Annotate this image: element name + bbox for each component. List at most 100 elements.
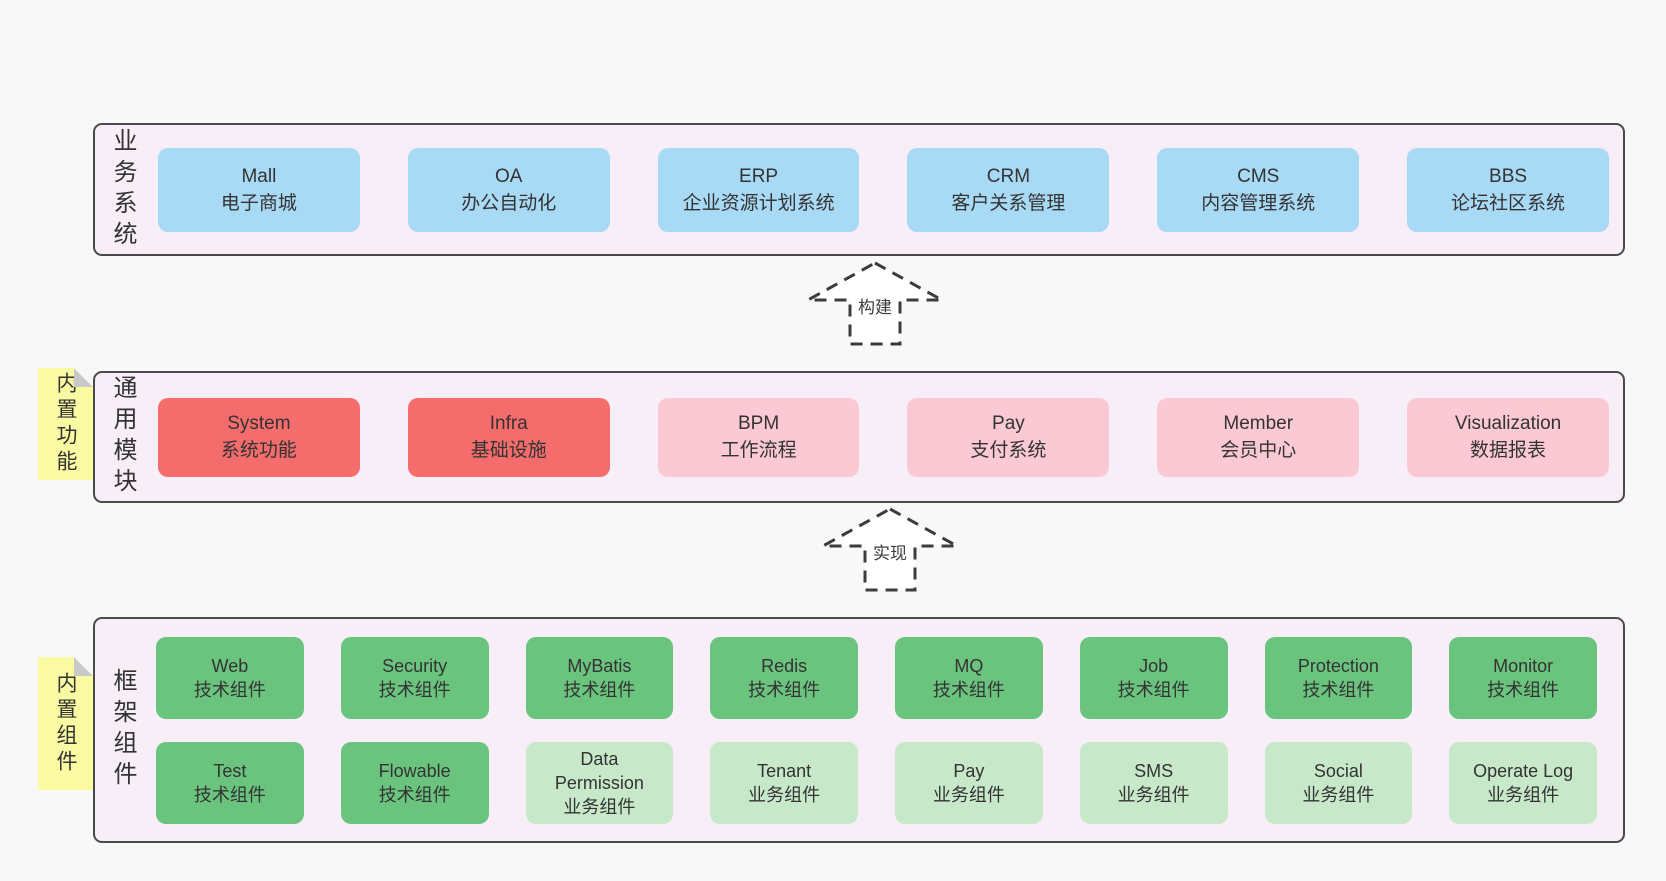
up-arrow-icon: [807, 261, 943, 346]
note-fold-icon: [74, 657, 93, 676]
modules-boxes-row: System 系统功能 Infra 基础设施 BPM 工作流程 Pay 支付系统…: [134, 397, 1623, 477]
box-name: Operate Log: [1473, 760, 1574, 781]
component-box-data-permission: Data Permission 业务组件: [525, 741, 674, 824]
box-desc: 技术组件: [193, 784, 266, 805]
component-box-monitor: Monitor 技术组件: [1449, 636, 1597, 719]
builtin-features-note: 内置功能: [38, 368, 93, 480]
build-arrow: 构建: [805, 260, 945, 346]
builtin-components-note-label: 内置组件: [54, 671, 77, 776]
note-fold-icon: [74, 368, 93, 387]
box-desc: 技术组件: [378, 679, 451, 700]
box-name: Tenant: [757, 760, 812, 781]
box-name: Pay: [992, 413, 1025, 434]
box-desc: 技术组件: [932, 679, 1005, 700]
box-desc: 基础设施: [470, 440, 547, 461]
box-name: OA: [495, 165, 523, 187]
box-name: MQ: [954, 655, 984, 676]
framework-row-2: Test 技术组件 Flowable 技术组件 Data Permission …: [156, 741, 1597, 824]
box-name: Test: [213, 760, 247, 781]
box-name: Protection: [1297, 655, 1379, 676]
box-desc: 企业资源计划系统: [682, 192, 835, 214]
box-name: CRM: [986, 165, 1031, 187]
box-name: Mall: [241, 165, 277, 187]
box-desc: 内容管理系统: [1201, 192, 1316, 214]
module-box-visualization: Visualization 数据报表: [1407, 397, 1609, 477]
box-desc: 业务组件: [1302, 784, 1375, 805]
box-name: Security: [382, 655, 448, 676]
box-name: Data Permission: [554, 748, 644, 793]
box-name: Monitor: [1493, 655, 1554, 676]
implement-arrow: 实现: [820, 506, 960, 592]
box-name: Redis: [761, 655, 808, 676]
box-name: Visualization: [1454, 413, 1562, 434]
box-name: Infra: [489, 413, 528, 434]
component-box-job: Job 技术组件: [1079, 636, 1228, 719]
box-name: MyBatis: [567, 655, 632, 676]
business-layer-label: 业务系统: [109, 127, 136, 252]
component-box-protection: Protection 技术组件: [1264, 636, 1413, 719]
component-box-test: Test 技术组件: [156, 741, 304, 824]
box-name: Pay: [953, 760, 985, 781]
builtin-components-note: 内置组件: [38, 657, 93, 790]
box-desc: 技术组件: [563, 679, 636, 700]
component-box-security: Security 技术组件: [340, 636, 489, 719]
business-systems-layer: 业务系统 Mall 电子商城 OA 办公自动化 ERP 企业资源计划系统 CRM…: [93, 123, 1625, 256]
box-name: Web: [211, 655, 249, 676]
component-box-tenant: Tenant 业务组件: [710, 741, 858, 824]
box-name: Member: [1223, 413, 1294, 434]
box-desc: 电子商城: [220, 192, 297, 214]
box-name: Social: [1313, 760, 1363, 781]
box-desc: 技术组件: [748, 679, 821, 700]
component-box-redis: Redis 技术组件: [710, 636, 858, 719]
box-name: SMS: [1134, 760, 1174, 781]
component-box-web: Web 技术组件: [156, 636, 304, 719]
box-name: Flowable: [378, 760, 451, 781]
common-modules-layer: 通用模块 System 系统功能 Infra 基础设施 BPM 工作流程 Pay…: [93, 371, 1625, 503]
business-box-crm: CRM 客户关系管理: [907, 147, 1110, 232]
module-box-member: Member 会员中心: [1157, 397, 1360, 477]
box-desc: 业务组件: [1487, 784, 1560, 805]
component-box-mybatis: MyBatis 技术组件: [525, 636, 674, 719]
box-desc: 办公自动化: [461, 192, 557, 214]
box-desc: 支付系统: [970, 440, 1047, 461]
box-name: BBS: [1489, 165, 1528, 187]
box-name: BPM: [737, 413, 780, 434]
box-name: System: [227, 413, 291, 434]
framework-row-1: Web 技术组件 Security 技术组件 MyBatis 技术组件 Redi…: [156, 636, 1597, 719]
box-desc: 业务组件: [1117, 784, 1190, 805]
build-arrow-label: 构建: [858, 298, 892, 317]
box-desc: 业务组件: [932, 784, 1005, 805]
framework-components-layer: 框架组件 Web 技术组件 Security 技术组件 MyBatis 技术组件…: [93, 617, 1625, 843]
box-name: ERP: [739, 165, 779, 187]
builtin-features-note-label: 内置功能: [54, 372, 77, 476]
box-desc: 客户关系管理: [951, 192, 1066, 214]
module-box-pay: Pay 支付系统: [907, 397, 1110, 477]
up-arrow-icon: [822, 507, 958, 592]
box-desc: 业务组件: [563, 796, 636, 817]
modules-layer-label: 通用模块: [109, 375, 136, 499]
box-name: CMS: [1237, 165, 1280, 187]
business-box-cms: CMS 内容管理系统: [1157, 147, 1360, 232]
business-boxes-row: Mall 电子商城 OA 办公自动化 ERP 企业资源计划系统 CRM 客户关系…: [134, 147, 1623, 232]
box-desc: 系统功能: [220, 440, 297, 461]
box-desc: 技术组件: [1117, 679, 1190, 700]
box-desc: 技术组件: [193, 679, 266, 700]
box-desc: 技术组件: [1487, 679, 1560, 700]
component-box-operate-log: Operate Log 业务组件: [1449, 741, 1597, 824]
module-box-infra: Infra 基础设施: [407, 397, 610, 477]
business-box-oa: OA 办公自动化: [407, 147, 610, 232]
box-desc: 论坛社区系统: [1451, 192, 1566, 214]
component-box-social: Social 业务组件: [1264, 741, 1413, 824]
framework-grid: Web 技术组件 Security 技术组件 MyBatis 技术组件 Redi…: [134, 636, 1623, 824]
module-box-bpm: BPM 工作流程: [657, 397, 860, 477]
box-desc: 数据报表: [1470, 440, 1547, 461]
business-box-mall: Mall 电子商城: [158, 147, 360, 232]
component-box-mq: MQ 技术组件: [895, 636, 1043, 719]
box-desc: 技术组件: [378, 784, 451, 805]
box-desc: 会员中心: [1220, 440, 1297, 461]
component-box-pay: Pay 业务组件: [895, 741, 1043, 824]
component-box-flowable: Flowable 技术组件: [340, 741, 489, 824]
component-box-sms: SMS 业务组件: [1079, 741, 1228, 824]
box-desc: 业务组件: [748, 784, 821, 805]
implement-arrow-label: 实现: [873, 544, 907, 563]
